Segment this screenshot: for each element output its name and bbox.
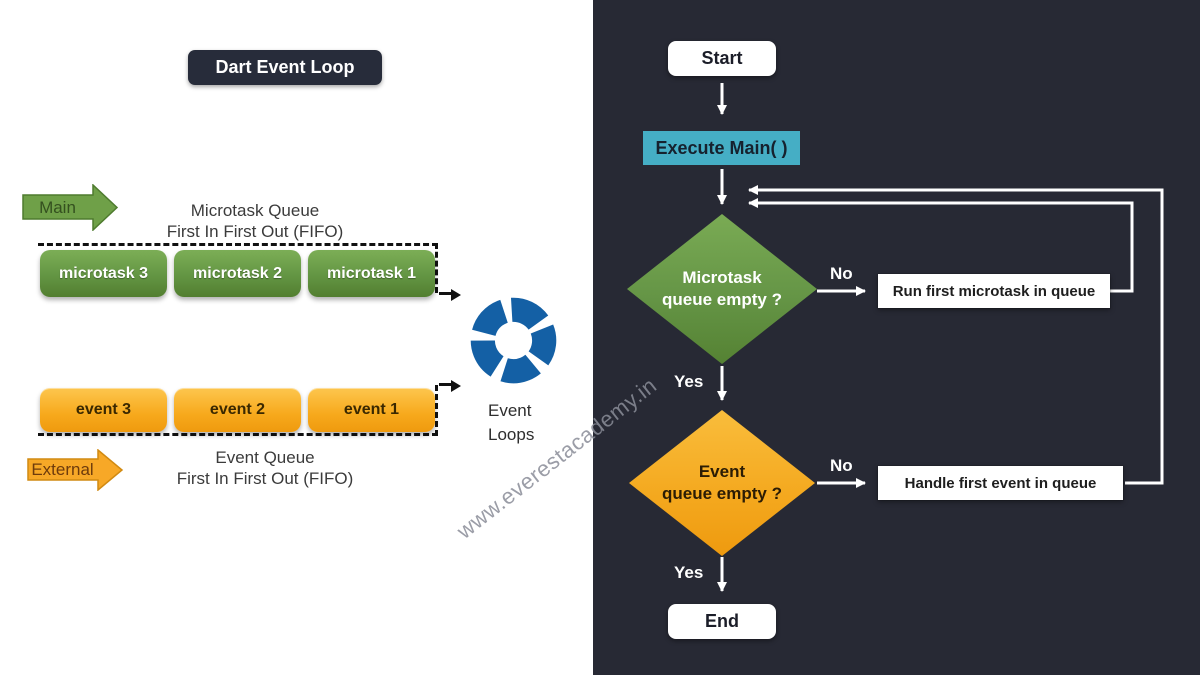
event-yes-label: Yes <box>674 563 704 582</box>
event-arrowhead-icon <box>451 380 461 392</box>
end-node-label: End <box>705 611 739 631</box>
event-queue-dashed-outline <box>38 385 438 436</box>
event-no-label: No <box>830 456 853 475</box>
microtask-yes-label: Yes <box>674 372 704 391</box>
event-queue-heading-line1: Event Queue <box>215 448 315 467</box>
microtask-arrow-stub <box>439 292 451 295</box>
event-queue-item: event 3 <box>40 388 167 432</box>
microtask-queue-item: microtask 3 <box>40 250 167 297</box>
event-decision-line1: Event <box>698 462 746 481</box>
handle-event-label: Handle first event in queue <box>904 474 1097 492</box>
page-title-text: Dart Event Loop <box>215 57 355 77</box>
main-arrow-label: Main <box>39 197 76 217</box>
event-arrow-stub <box>439 383 451 386</box>
handle-event-node: Handle first event in queue <box>878 466 1123 500</box>
run-microtask-label: Run first microtask in queue <box>892 282 1096 300</box>
start-node-label: Start <box>701 48 743 68</box>
main-arrow: Main <box>22 183 119 232</box>
event-decision-line2: queue empty ? <box>662 484 782 503</box>
microtask-decision-line2: queue empty ? <box>662 290 782 309</box>
microtask-queue-heading: Microtask Queue First In First Out (FIFO… <box>120 200 390 242</box>
flowchart-panel: Start Execute Main( ) Microtask queue em… <box>593 0 1200 675</box>
flowchart-connectors <box>717 83 1164 592</box>
microtask-queue-item: microtask 2 <box>174 250 301 297</box>
start-node: Start <box>668 41 776 76</box>
page-title: Dart Event Loop <box>188 50 382 85</box>
event-queue-heading-line2: First In First Out (FIFO) <box>176 469 354 488</box>
microtask-queue-dashed-outline <box>38 243 438 293</box>
run-microtask-node: Run first microtask in queue <box>878 274 1110 308</box>
event-queue-heading: Event Queue First In First Out (FIFO) <box>130 447 400 489</box>
left-panel: Dart Event Loop Main Microtask Queue Fir… <box>0 0 593 675</box>
event-loop-label-line1: Event <box>488 401 532 420</box>
microtask-decision-line1: Microtask <box>682 268 762 287</box>
end-node: End <box>668 604 776 639</box>
event-loop-label: Event Loops <box>488 399 534 447</box>
microtask-no-label: No <box>830 264 853 283</box>
execute-main-label: Execute Main( ) <box>655 137 788 158</box>
main-arrow-shape <box>22 183 119 232</box>
external-arrow: External <box>27 448 124 492</box>
microtask-queue-heading-line2: First In First Out (FIFO) <box>166 222 344 241</box>
microtask-arrowhead-icon <box>451 289 461 301</box>
execute-main-node: Execute Main( ) <box>643 131 800 165</box>
connector-event-loop-back <box>748 185 1164 485</box>
event-queue-item: event 2 <box>174 388 301 432</box>
connector-microtask-loop-back <box>748 198 1134 293</box>
event-loop-icon <box>470 297 557 384</box>
event-queue-item: event 1 <box>308 388 435 432</box>
microtask-queue-heading-line1: Microtask Queue <box>190 201 320 220</box>
external-arrow-label: External <box>31 460 94 479</box>
external-arrow-shape <box>27 448 124 492</box>
microtask-queue-item: microtask 1 <box>308 250 435 297</box>
event-loop-label-line2: Loops <box>488 425 535 444</box>
